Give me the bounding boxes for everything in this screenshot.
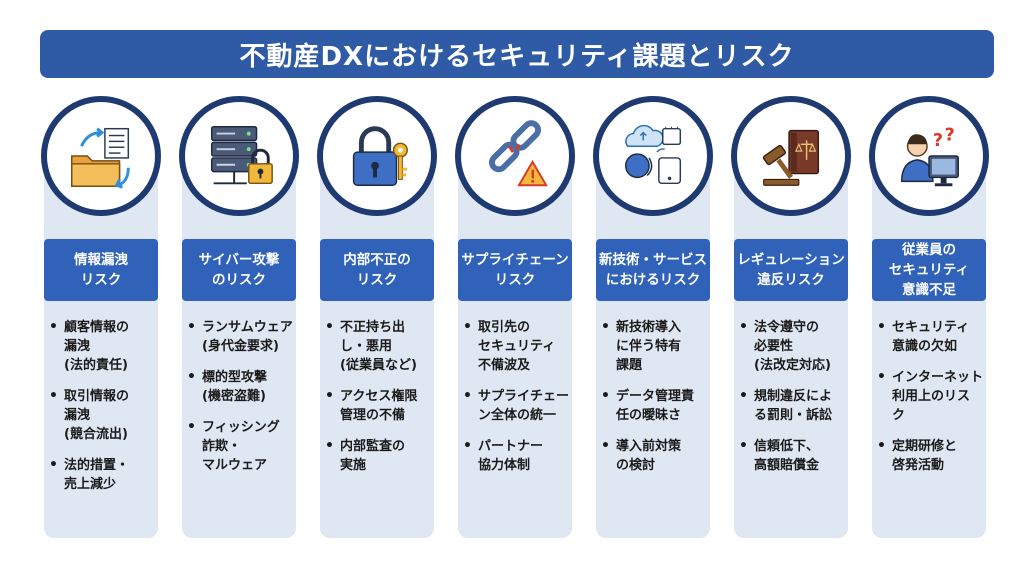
list-item: 不正持ち出 し・悪用 (従業員など)	[320, 318, 436, 375]
svg-text:?: ?	[933, 131, 943, 151]
title-banner: 不動産DXにおけるセキュリティ課題とリスク	[40, 30, 994, 78]
broken-chain-warning-icon	[489, 120, 548, 187]
list-item: 定期研修と 啓発活動	[872, 437, 988, 475]
risk-label: 情報漏洩 リスク	[44, 239, 158, 301]
list-item: 導入前対策 の検討	[596, 437, 712, 475]
risk-column-employee-awareness: ? ? 従業員の セキュリティ 意識不足 セキュリティ 意識の欠如 インターネッ…	[866, 96, 992, 538]
list-item: 信頼低下、 高額賠償金	[734, 437, 850, 475]
list-item: アクセス権限 管理の不備	[320, 387, 436, 425]
risk-bullet-list: 不正持ち出 し・悪用 (従業員など) アクセス権限 管理の不備 内部監査の 実施	[320, 318, 436, 487]
risk-label: サイバー攻撃 のリスク	[182, 239, 296, 301]
list-item: 取引情報の 漏洩 (競合流出)	[44, 387, 160, 444]
padlock-key-icon	[352, 126, 408, 186]
risk-bullet-list: 取引先の セキュリティ 不備波及 サプライチェー ン全体の統一 パートナー 協力…	[458, 318, 574, 487]
risk-label: 新技術・サービス におけるリスク	[596, 239, 710, 301]
risk-bullet-list: 顧客情報の 漏洩 (法的責任) 取引情報の 漏洩 (競合流出) 法的措置・ 売上…	[44, 318, 160, 506]
cloud-ai-iot-icon	[624, 124, 682, 185]
svg-text:?: ?	[945, 125, 955, 145]
list-item: ランサムウェア (身代金要求)	[182, 318, 298, 356]
risk-column-info-leak: 情報漏洩 リスク 顧客情報の 漏洩 (法的責任) 取引情報の 漏洩 (競合流出)…	[38, 96, 164, 538]
icon-circle: ? ?	[869, 96, 989, 216]
icon-circle	[41, 96, 161, 216]
icon-circle	[317, 96, 437, 216]
list-item: 内部監査の 実施	[320, 437, 436, 475]
risk-column-supply-chain: サプライチェーン リスク 取引先の セキュリティ 不備波及 サプライチェー ン全…	[452, 96, 578, 538]
list-item: フィッシング 詐欺・ マルウェア	[182, 418, 298, 475]
risk-column-regulation: レギュレーション 違反リスク 法令遵守の 必要性 (法改定対応) 規制違反によ …	[728, 96, 854, 538]
risk-label: 従業員の セキュリティ 意識不足	[872, 239, 986, 301]
risk-bullet-list: 新技術導入 に伴う特有 課題 データ管理責 任の曖昧さ 導入前対策 の検討	[596, 318, 712, 487]
risk-column-new-technology: 新技術・サービス におけるリスク 新技術導入 に伴う特有 課題 データ管理責 任…	[590, 96, 716, 538]
list-item: 法的措置・ 売上減少	[44, 456, 160, 494]
list-item: インターネット 利用上のリス ク	[872, 368, 988, 425]
risk-bullet-list: セキュリティ 意識の欠如 インターネット 利用上のリス ク 定期研修と 啓発活動	[872, 318, 988, 487]
list-item: 法令遵守の 必要性 (法改定対応)	[734, 318, 850, 375]
page-title: 不動産DXにおけるセキュリティ課題とリスク	[239, 41, 795, 72]
list-item: 規制違反によ る罰則・訴訟	[734, 387, 850, 425]
risk-column-internal-fraud: 内部不正の リスク 不正持ち出 し・悪用 (従業員など) アクセス権限 管理の不…	[314, 96, 440, 538]
risk-bullet-list: 法令遵守の 必要性 (法改定対応) 規制違反によ る罰則・訴訟 信頼低下、 高額…	[734, 318, 850, 487]
list-item: データ管理責 任の曖昧さ	[596, 387, 712, 425]
icon-circle	[593, 96, 713, 216]
icon-circle	[455, 96, 575, 216]
list-item: セキュリティ 意識の欠如	[872, 318, 988, 356]
confused-employee-computer-icon: ? ?	[900, 125, 959, 187]
list-item: サプライチェー ン全体の統一	[458, 387, 574, 425]
server-lock-icon	[210, 126, 273, 185]
list-item: パートナー 協力体制	[458, 437, 574, 475]
icon-circle	[731, 96, 851, 216]
risk-columns: 情報漏洩 リスク 顧客情報の 漏洩 (法的責任) 取引情報の 漏洩 (競合流出)…	[38, 96, 998, 540]
gavel-law-book-icon	[762, 129, 820, 186]
list-item: 顧客情報の 漏洩 (法的責任)	[44, 318, 160, 375]
list-item: 取引先の セキュリティ 不備波及	[458, 318, 574, 375]
risk-label: サプライチェーン リスク	[458, 239, 572, 301]
icon-circle	[179, 96, 299, 216]
risk-column-cyber-attack: サイバー攻撃 のリスク ランサムウェア (身代金要求) 標的型攻撃 (機密盗難)…	[176, 96, 302, 538]
risk-label: レギュレーション 違反リスク	[734, 239, 848, 301]
risk-bullet-list: ランサムウェア (身代金要求) 標的型攻撃 (機密盗難) フィッシング 詐欺・ …	[182, 318, 298, 487]
list-item: 標的型攻撃 (機密盗難)	[182, 368, 298, 406]
folder-document-exchange-icon	[71, 127, 130, 189]
list-item: 新技術導入 に伴う特有 課題	[596, 318, 712, 375]
risk-label: 内部不正の リスク	[320, 239, 434, 301]
